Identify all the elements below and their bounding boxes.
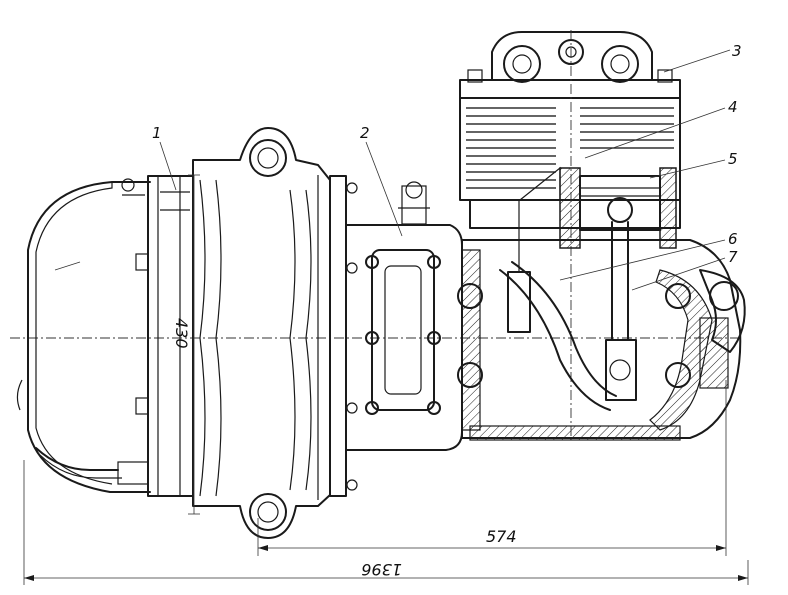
cylinder-block xyxy=(459,30,681,440)
motor-housing xyxy=(192,127,358,539)
callout-7: 7 xyxy=(728,248,738,266)
dimension-overall-length-label: 1396 xyxy=(361,560,402,579)
callout-leaders xyxy=(159,49,731,291)
callout-4: 4 xyxy=(728,98,738,116)
cylinder-head xyxy=(459,31,681,99)
callout-3: 3 xyxy=(732,42,742,60)
callout-1: 1 xyxy=(152,124,162,142)
callout-6: 6 xyxy=(728,230,738,248)
motor-end-cover xyxy=(16,178,151,493)
dimension-lines xyxy=(23,174,749,585)
adapter-housing xyxy=(345,181,463,451)
callout-2: 2 xyxy=(360,124,370,142)
dimension-height-label: 430 xyxy=(172,318,191,349)
callout-5: 5 xyxy=(728,150,738,168)
dimension-compressor-length-label: 574 xyxy=(486,527,517,546)
piston-section xyxy=(519,166,677,341)
crankcase xyxy=(457,200,746,441)
